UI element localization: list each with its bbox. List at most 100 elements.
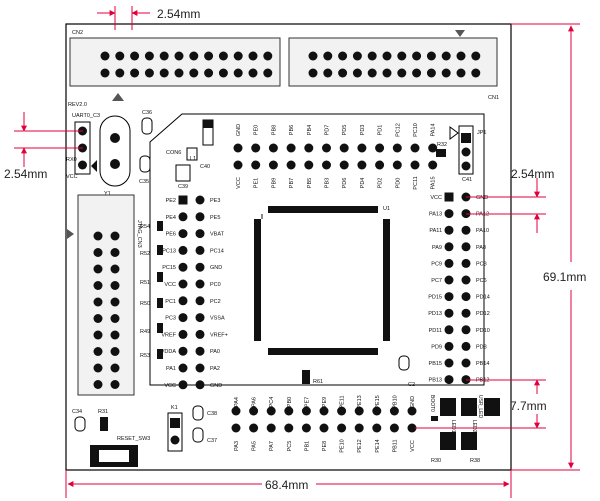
pin-pad — [426, 51, 436, 61]
dim-pitch-top-label: 2.54mm — [157, 7, 200, 21]
pin-pad — [319, 423, 329, 433]
pin-label: PD10 — [476, 328, 490, 334]
jtag-label: JTAG_CN3 — [136, 220, 142, 248]
pin-label: PB13 — [429, 378, 442, 384]
pin-label: PC2 — [210, 299, 221, 305]
pin-label: GND — [476, 195, 488, 201]
pin-label: PC12 — [395, 123, 401, 137]
pin-pad — [195, 329, 205, 339]
pin-label: PA10 — [476, 228, 489, 234]
pin-pad — [266, 406, 276, 416]
pin-pad — [263, 68, 273, 78]
pin-pad — [178, 363, 188, 373]
pin-label: PB15 — [429, 361, 442, 367]
led2-label: LED2 — [471, 420, 477, 433]
dim-offset — [415, 379, 546, 429]
pin-label: PC11 — [413, 176, 419, 189]
pin-pad — [354, 423, 364, 433]
connector-jtag — [77, 194, 135, 396]
dim-pitch-left — [14, 112, 83, 167]
pin-pad — [444, 242, 454, 252]
c38-label: C38 — [207, 411, 217, 417]
pin-pad — [410, 143, 420, 153]
pin-pad — [392, 160, 402, 170]
pin-label: PE10 — [340, 439, 346, 452]
pin-pad — [130, 68, 140, 78]
pin-pad — [110, 330, 120, 340]
pin-pad — [444, 225, 454, 235]
pin-label: PD1 — [378, 125, 384, 136]
pin-pad — [195, 279, 205, 289]
pin-pad — [93, 330, 103, 340]
pin-pad — [286, 143, 296, 153]
pin-label: PB5 — [307, 178, 313, 188]
pin-pad — [144, 51, 154, 61]
pin-label: PA3 — [234, 441, 240, 451]
c2-label: C2 — [408, 382, 415, 388]
pin-pad — [233, 160, 243, 170]
pin-label: PB9 — [271, 178, 277, 188]
c40-label: C40 — [200, 164, 210, 170]
dim-offset-label: 7.7mm — [510, 399, 547, 413]
pin-label: VCC — [236, 177, 242, 189]
pin-pad — [397, 51, 407, 61]
pin-pad — [428, 143, 438, 153]
c36-label: C36 — [142, 110, 152, 116]
dim-height — [511, 23, 580, 471]
pin-label: PB7 — [289, 178, 295, 188]
pin-label: PA6 — [252, 397, 258, 407]
pin-label: PA2 — [210, 366, 220, 372]
pin-label: PC9 — [431, 261, 442, 267]
pin-pad — [444, 292, 454, 302]
pin-label: PE1 — [254, 178, 260, 188]
pin-pad — [93, 380, 103, 389]
pin-label: PB3 — [325, 178, 331, 188]
pin-label: PE14 — [375, 439, 381, 452]
u1-label: U1 — [383, 206, 390, 212]
pin-pad — [100, 68, 110, 78]
pin-label: PE8 — [322, 441, 328, 451]
pin-pad — [301, 406, 311, 416]
pin-pad — [304, 160, 314, 170]
pin-pad — [93, 264, 103, 274]
pin-label: VCC — [164, 282, 176, 288]
pin-label: PE2 — [166, 198, 176, 204]
pin-pad — [110, 314, 120, 323]
jp1-label: JP1 — [477, 130, 486, 136]
pin-pad — [357, 160, 367, 170]
pin-pad — [304, 143, 314, 153]
pin-label: PD2 — [378, 178, 384, 189]
pin-label: PA0 — [210, 349, 220, 355]
pin-pad — [441, 68, 451, 78]
pin-pad — [397, 68, 407, 78]
pin-label: PD7 — [325, 125, 331, 136]
pin-pad — [110, 281, 120, 290]
pin-pad — [174, 51, 184, 61]
pin-pad — [195, 245, 205, 255]
pin-pad — [110, 347, 120, 356]
pin-label: PB0 — [287, 397, 293, 407]
pin-pad — [444, 209, 454, 219]
r30-label: R30 — [431, 458, 441, 464]
r51-label: R51 — [140, 280, 150, 286]
pin-pad — [392, 143, 402, 153]
pin-pad — [461, 358, 471, 368]
dim-width — [65, 470, 512, 498]
pin-pad — [251, 143, 261, 153]
pin-pad — [195, 313, 205, 323]
pin-label: VREF — [161, 332, 176, 338]
pin-label: VCC — [430, 195, 442, 201]
pin-label: PD3 — [360, 125, 366, 136]
led1-label: LED1 — [450, 420, 456, 433]
pin-label: PA5 — [252, 441, 258, 451]
pin-pad — [444, 275, 454, 285]
pin-pad — [337, 423, 347, 433]
pin-label: PD6 — [342, 178, 348, 189]
pin-pad — [93, 248, 103, 257]
pin-pad — [189, 68, 199, 78]
pin-pad — [338, 51, 348, 61]
pin-pad — [471, 51, 481, 61]
l1-label: L1 — [190, 156, 196, 162]
pin-pad — [189, 51, 199, 61]
pin-label: PA7 — [269, 441, 275, 451]
